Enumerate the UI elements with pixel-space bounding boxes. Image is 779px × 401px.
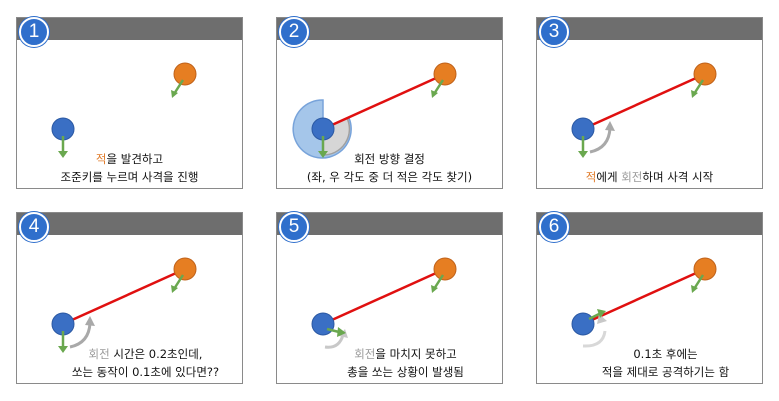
caption-segment: 총을 쏘는 상황이 발생됨 <box>347 365 464 379</box>
caption-segment: 회전 방향 결정 <box>354 152 425 166</box>
panel-header-bar <box>17 213 242 235</box>
step-badge: 5 <box>279 212 309 242</box>
caption-segment: 하며 사격 시작 <box>642 170 714 184</box>
caption: 적에게 회전하며 사격 시작 <box>537 168 762 186</box>
step-badge: 1 <box>19 17 49 47</box>
rotation-arrowhead <box>605 121 615 131</box>
laser-line <box>322 72 446 131</box>
player-facing-arrowhead <box>578 151 588 158</box>
caption-segment: 회전 <box>88 347 110 361</box>
enemy-facing-arrow <box>692 79 705 95</box>
caption-segment: 회전 <box>354 347 376 361</box>
caption-segment: 0.1초 후에는 <box>633 347 698 361</box>
enemy <box>173 62 197 86</box>
caption-segment: (좌, 우 각도 중 더 적은 각도 찾기) <box>306 170 473 184</box>
laser-line <box>582 267 706 326</box>
caption-segment: 시간은 0.2초인데, <box>109 347 203 361</box>
enemy <box>433 62 457 86</box>
enemy-facing-arrowhead <box>171 90 178 98</box>
caption-segment: 쏘는 동작이 0.1초에 있다면?? <box>71 365 220 379</box>
caption: 회전 시간은 0.2초인데, 쏘는 동작이 0.1초에 있다면?? <box>51 345 240 381</box>
enemy <box>693 257 717 281</box>
scene <box>571 62 717 158</box>
caption-segment: 적을 제대로 공격하기는 함 <box>601 365 730 379</box>
player <box>311 312 335 336</box>
enemy-facing-arrow <box>172 274 185 290</box>
caption-segment: 을 발견하고 <box>106 152 164 166</box>
player-facing-arrow <box>326 327 340 334</box>
panel-4: 회전 시간은 0.2초인데, 쏘는 동작이 0.1초에 있다면?? <box>16 212 243 384</box>
enemy-facing-arrowhead <box>431 90 438 98</box>
enemy-facing-arrowhead <box>691 90 698 98</box>
rotation-arrowhead <box>85 316 95 326</box>
scene <box>292 62 457 159</box>
rotation-arc <box>589 127 612 154</box>
enemy-facing-arrowhead <box>691 285 698 293</box>
step-badge: 6 <box>539 212 569 242</box>
panel-header-bar <box>277 213 502 235</box>
enemy-facing-arrow <box>432 274 445 290</box>
panel-header-bar <box>277 18 502 40</box>
rotation-arc <box>69 322 92 349</box>
enemy <box>693 62 717 86</box>
player-facing-arrowhead <box>597 309 606 318</box>
enemy-facing-arrow <box>432 79 445 95</box>
caption-segment: 적 <box>585 170 597 184</box>
enemy-facing-arrow <box>692 274 705 290</box>
laser-line <box>62 267 186 326</box>
enemy <box>433 257 457 281</box>
rotation-arc <box>324 334 345 349</box>
enemy-facing-arrow <box>172 79 185 95</box>
laser-line <box>322 267 446 326</box>
step-badge: 3 <box>539 17 569 47</box>
caption-segment: 에게 <box>596 170 622 184</box>
player-facing-arrowhead <box>58 151 68 158</box>
laser-line <box>582 72 706 131</box>
player-facing-arrow <box>588 312 600 321</box>
caption: 회전 방향 결정 (좌, 우 각도 중 더 적은 각도 찾기) <box>277 150 502 186</box>
caption-segment: 회전 <box>621 170 643 184</box>
caption-segment: 조준키를 누르며 사격을 진행 <box>60 170 199 184</box>
scene <box>311 257 457 349</box>
caption-segment: 을 마치지 못하고 <box>375 347 457 361</box>
panel-header-bar <box>537 213 762 235</box>
step-badge: 4 <box>19 212 49 242</box>
panel-2: 회전 방향 결정 (좌, 우 각도 중 더 적은 각도 찾기) <box>276 17 503 189</box>
panel-header-bar <box>17 18 242 40</box>
enemy <box>173 257 197 281</box>
panel-header-bar <box>537 18 762 40</box>
caption-segment: 적 <box>95 152 107 166</box>
player <box>571 312 595 336</box>
player-facing-arrowhead <box>318 151 328 158</box>
player-facing-arrowhead <box>58 346 68 353</box>
scene <box>51 257 197 353</box>
enemy-facing-arrowhead <box>171 285 178 293</box>
scene <box>571 257 717 348</box>
scene <box>51 62 197 158</box>
rotation-arc <box>582 330 607 348</box>
enemy-facing-arrowhead <box>431 285 438 293</box>
player-facing-arrowhead <box>337 327 346 337</box>
step-badge: 2 <box>279 17 309 47</box>
panel-3: 적에게 회전하며 사격 시작 <box>536 17 763 189</box>
